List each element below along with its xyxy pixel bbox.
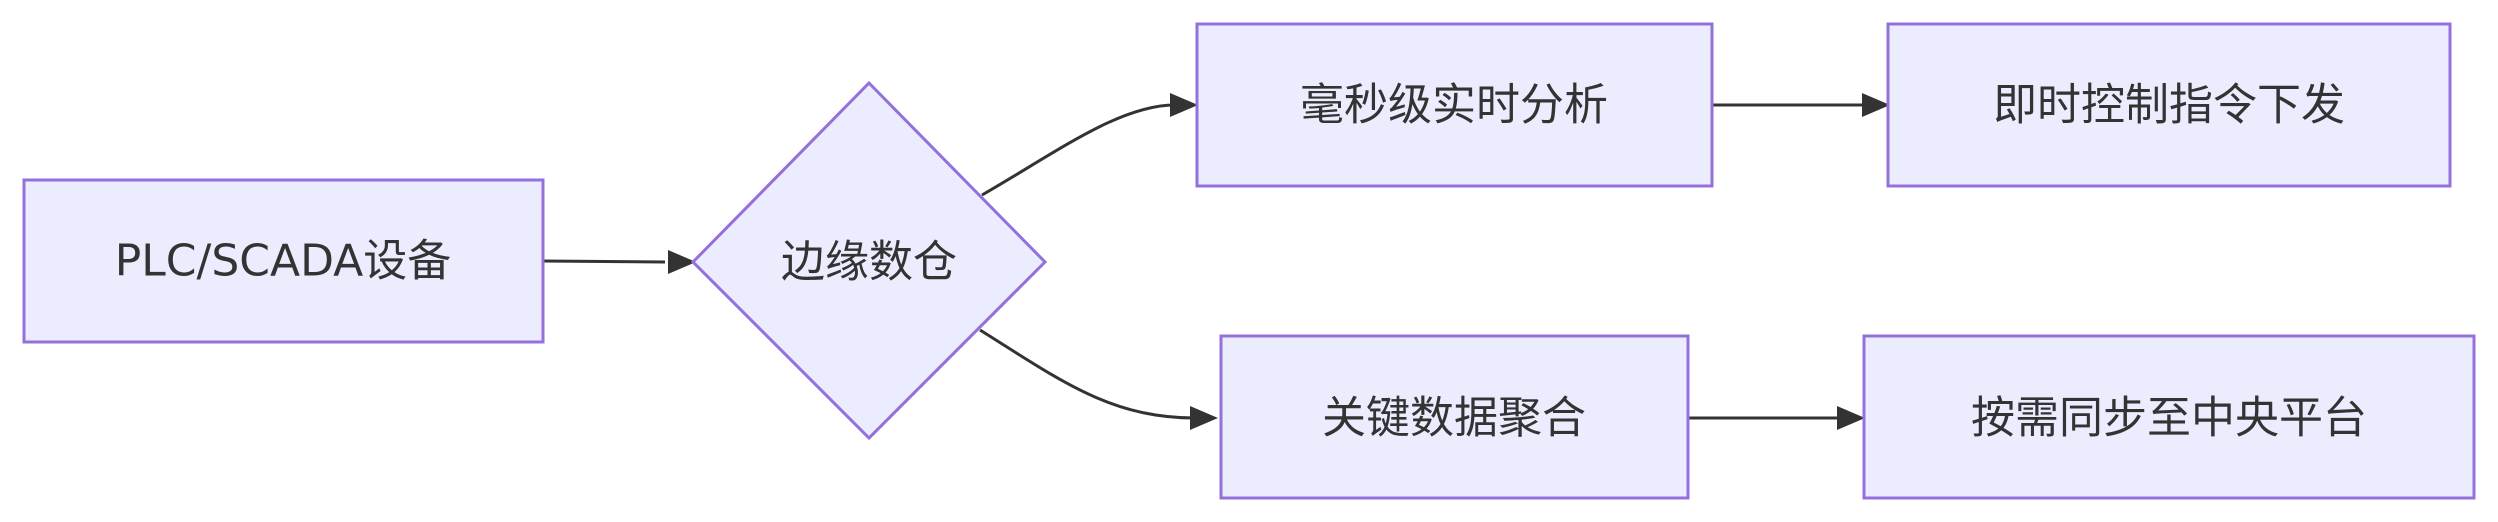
node-realtime-label: 毫秒级实时分析 (1300, 80, 1608, 131)
arrowhead-aggregate (1190, 406, 1218, 430)
node-edge-store: 边缘数仓 (690, 80, 1048, 441)
node-plc-label: PLC/SCADA设备 (115, 236, 452, 287)
node-control: 即时控制指令下发 (1886, 22, 2452, 188)
node-control-box (1886, 22, 2452, 188)
node-edge-store-diamond (690, 80, 1048, 441)
node-plc: PLC/SCADA设备 (22, 178, 545, 344)
node-edge-store-label: 边缘数仓 (781, 237, 957, 288)
arrowhead-sync (1837, 406, 1865, 430)
node-sync: 按需同步至中央平台 (1862, 334, 2476, 500)
node-realtime-box (1195, 22, 1714, 188)
arrowhead-control (1862, 93, 1890, 117)
node-aggregate-label: 关键数据聚合 (1322, 393, 1586, 444)
node-sync-label: 按需同步至中央平台 (1971, 393, 2367, 444)
edge-edge-store-to-aggregate (979, 328, 1196, 420)
node-sync-box (1862, 334, 2476, 500)
node-realtime: 毫秒级实时分析 (1195, 22, 1714, 188)
edge-edge-store-to-realtime (981, 103, 1176, 197)
arrowhead-realtime (1170, 93, 1198, 117)
arrowhead-edge-store (668, 250, 696, 274)
edge-plc-to-edge-store (542, 259, 666, 264)
node-control-label: 即时控制指令下发 (1993, 80, 2345, 131)
edges-layer (542, 93, 1890, 430)
node-aggregate-box (1219, 334, 1690, 500)
node-aggregate: 关键数据聚合 (1219, 334, 1690, 500)
node-plc-box (22, 178, 545, 344)
